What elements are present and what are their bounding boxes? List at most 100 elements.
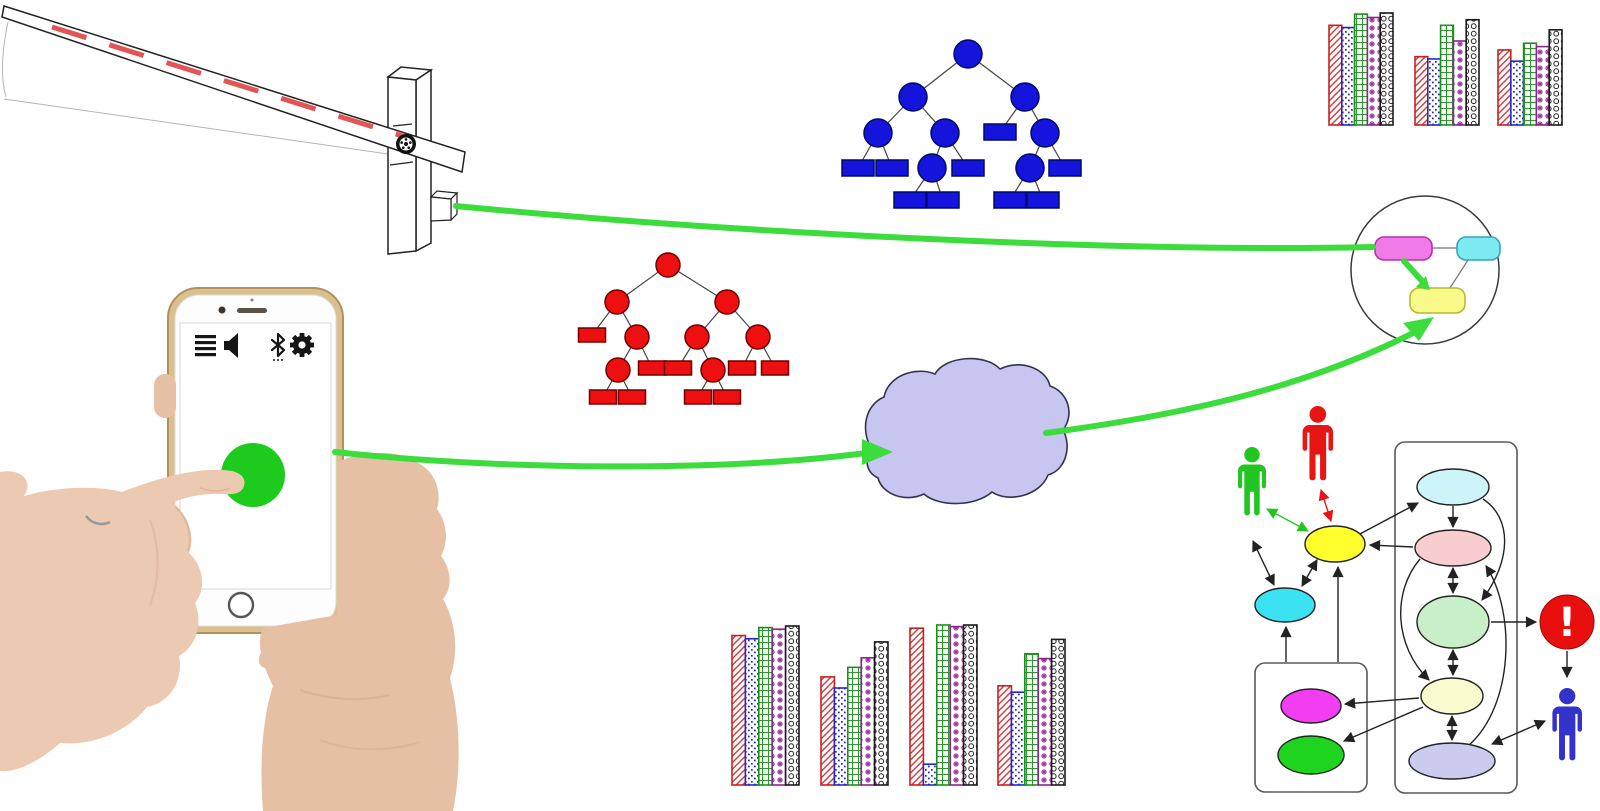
blue-tree [841,39,1082,209]
tree-node-circle [700,357,726,383]
tree-node-circle [917,153,947,183]
bar-blue-dots [1010,691,1026,786]
bluetooth-icon[interactable] [270,332,286,361]
tree-node-circle [624,324,650,350]
yellow-box [1409,287,1466,314]
flow-arrow [1342,706,1424,743]
tree-node-rect [588,389,618,405]
bar-purple-stars [1037,657,1053,786]
yellow-node [1304,525,1366,563]
cloud-shape [864,357,1070,505]
magenta-node [1280,688,1342,724]
tree-node-circle [898,82,928,112]
magenta-box [1374,236,1433,261]
cloud [864,357,1070,505]
barrier-gate [1,5,466,255]
alert-exclamation: ! [1558,600,1576,646]
barrier-stripes [51,24,413,142]
flow-arrow [1490,719,1547,746]
bar-black-circles [1050,638,1066,786]
tree-node-circle [953,39,983,69]
hub-internal-link [1401,258,1425,284]
bar-red-diagonal [1497,49,1512,126]
cyan-box [1456,236,1501,261]
flow-arrow [1399,558,1430,681]
bar-green-grid [1353,13,1369,126]
tree-node-circle [605,357,631,383]
flow-arrow [1252,539,1275,587]
tree-node-rect [926,191,960,209]
bar-black-circles [1379,12,1394,126]
speaker-icon[interactable] [224,333,238,358]
tree-node-rect [993,191,1027,209]
tree-node-circle [863,118,893,148]
bar-purple-stars [1535,45,1551,126]
tree-node-rect [875,159,909,177]
thumb [258,635,298,669]
cyan-node [1254,587,1316,623]
red-person [1302,406,1333,481]
tree-node-rect [893,191,927,209]
hub-circle-diagram [1350,195,1501,345]
flow-arrow [1368,539,1414,552]
bar-blue-dots [744,637,760,786]
tree-node-circle [1015,153,1045,183]
tree-node-rect [841,159,875,177]
green-person [1238,447,1266,516]
tree-node-circle [684,324,710,350]
tree-node-rect [683,389,713,405]
tree-node-circle [714,289,740,315]
bar-green-grid [1024,652,1040,786]
bar-black-circles [1548,28,1563,126]
bar-red-diagonal [820,676,836,786]
bar-blue-dots [922,763,938,786]
pale-yellow-node [1420,677,1484,715]
bar-purple-stars [1452,40,1468,126]
bar-green-grid [757,626,773,786]
bar-charts [731,12,1563,786]
bar-purple-stars [860,656,876,786]
tree-node-rect [663,360,693,376]
bar-purple-stars [949,625,965,786]
tree-node-rect [1026,191,1060,209]
tree-node-circle [745,324,771,350]
flow-arrow [1467,565,1507,747]
tree-node-rect [712,389,742,405]
pale-green-node [1416,595,1490,649]
front-camera [218,306,226,314]
gear-icon[interactable] [290,333,314,357]
flow-arrow [1357,502,1419,536]
tree-node-rect [637,360,667,376]
tree-node-circle [1010,82,1040,112]
tree-node-circle [655,252,681,278]
tree-node-circle [604,289,630,315]
bar-black-circles [873,641,889,786]
bar-green-grid [1439,24,1455,126]
tree-node-rect [760,360,790,376]
bar-red-diagonal [997,684,1013,786]
bar-blue-dots [833,687,849,786]
bar-black-circles [962,624,978,786]
state-flowchart: ! [1238,406,1595,794]
tree-node-circle [930,118,960,148]
bar-blue-dots [1427,58,1442,126]
bar-red-diagonal [1328,24,1343,126]
barrier-controller-box [430,196,452,222]
lavender-node [1408,742,1496,780]
green-node [1277,735,1345,775]
pale-cyan-node [1416,468,1490,506]
status-icon-row[interactable] [195,332,314,361]
tree-node-rect [983,123,1017,141]
menu-icon[interactable] [195,335,216,357]
flow-arrow [1266,508,1309,532]
green-links [332,203,1434,470]
cloud-to-hub-link [1043,327,1422,436]
flow-arrow [1343,697,1420,709]
tree-node-rect [727,360,757,376]
flow-arrow [1301,559,1318,587]
flow-arrow [1318,488,1334,523]
phone-to-cloud-link [332,449,869,470]
bar-black-circles [1465,18,1480,126]
home-button[interactable] [227,591,255,619]
